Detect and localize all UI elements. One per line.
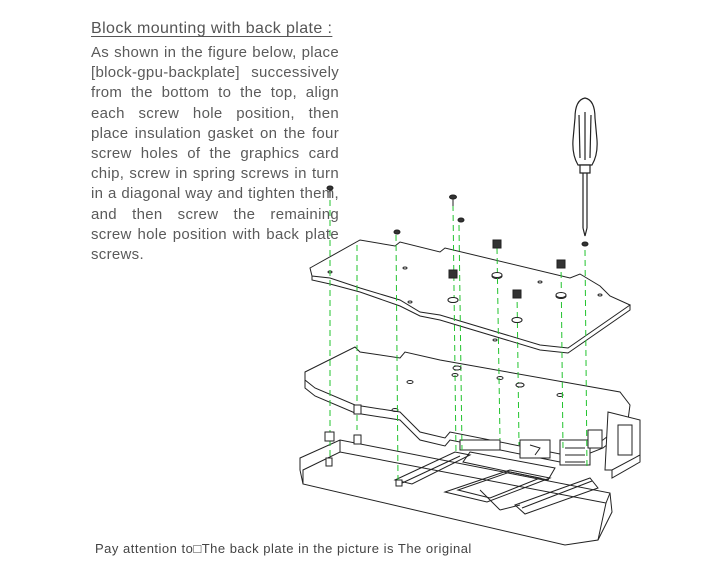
graphics-card-pcb [305,347,640,478]
section-heading: Block mounting with back plate : [91,20,333,37]
screwdriver-icon [573,98,597,236]
screw-icon [327,186,588,298]
instruction-paragraph: As shown in the figure below, place [blo… [91,44,339,264]
back-plate [310,240,630,353]
alignment-guide-icon [330,200,587,480]
assembly-illustration [290,95,710,555]
water-block-base [300,440,612,545]
insulation-gasket [325,273,566,445]
attention-note: Pay attention to□The back plate in the p… [95,541,472,556]
